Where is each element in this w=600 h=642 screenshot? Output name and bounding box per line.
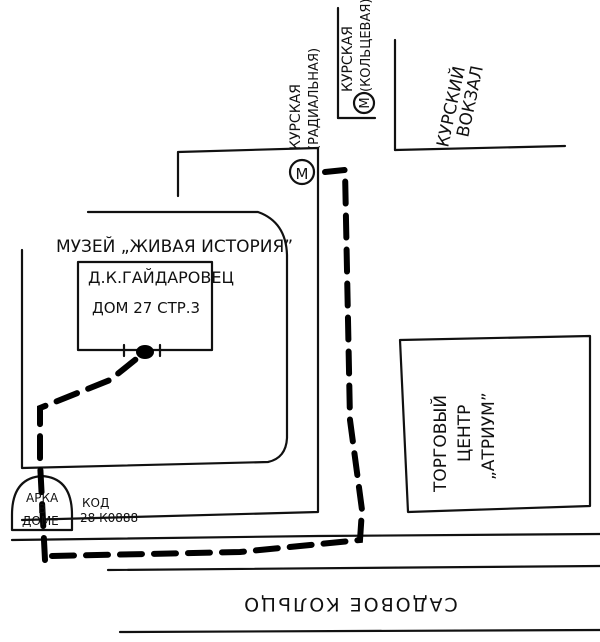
atrium-mall-building [398, 334, 592, 514]
museum-title: МУЗЕЙ „ЖИВАЯ ИСТОРИЯ” [56, 235, 293, 257]
walking-route-main [49, 166, 366, 559]
mall-line3: „АТРИУМ” [479, 392, 499, 480]
courtyard-block-outline [20, 210, 289, 470]
door-code-value: 28 К0888 [80, 511, 138, 525]
metro-ring-icon: М [352, 91, 376, 115]
street-name: САДОВОЕ КОЛЬЦО [242, 593, 458, 615]
svg-text:М: М [358, 97, 373, 108]
station-line-bottom [393, 144, 567, 152]
arch-line1: АРКА [26, 491, 59, 505]
sadovoe-ring-upper-line [106, 564, 600, 572]
metro-radial-line1: КУРСКАЯ [288, 84, 304, 150]
mall-line1: ТОРГОВЫЙ [429, 395, 451, 493]
arch-line3: ДОМЕ [22, 514, 59, 528]
metro-radial-block [20, 146, 320, 522]
metro-radial-icon: М [288, 158, 316, 186]
svg-text:М: М [296, 165, 309, 183]
building-address: ДОМ 27 СТР.3 [92, 299, 200, 317]
metro-ring-line2: (КОЛЬЦЕВАЯ) [359, 0, 374, 92]
sadovoe-ring-lower-line [118, 628, 600, 634]
sadovoe-ring-outer-line [10, 532, 600, 542]
walking-route [37, 349, 148, 563]
metro-radial-line2: (РАДИАЛЬНАЯ) [307, 48, 322, 150]
building-name: Д.К.ГАЙДАРОВЕЦ [88, 268, 234, 287]
door-code-label: КОД [82, 496, 109, 510]
arch-line2: В [38, 502, 46, 516]
metro-ring-line1: КУРСКАЯ [340, 26, 356, 92]
mall-line2: ЦЕНТР [455, 405, 475, 462]
